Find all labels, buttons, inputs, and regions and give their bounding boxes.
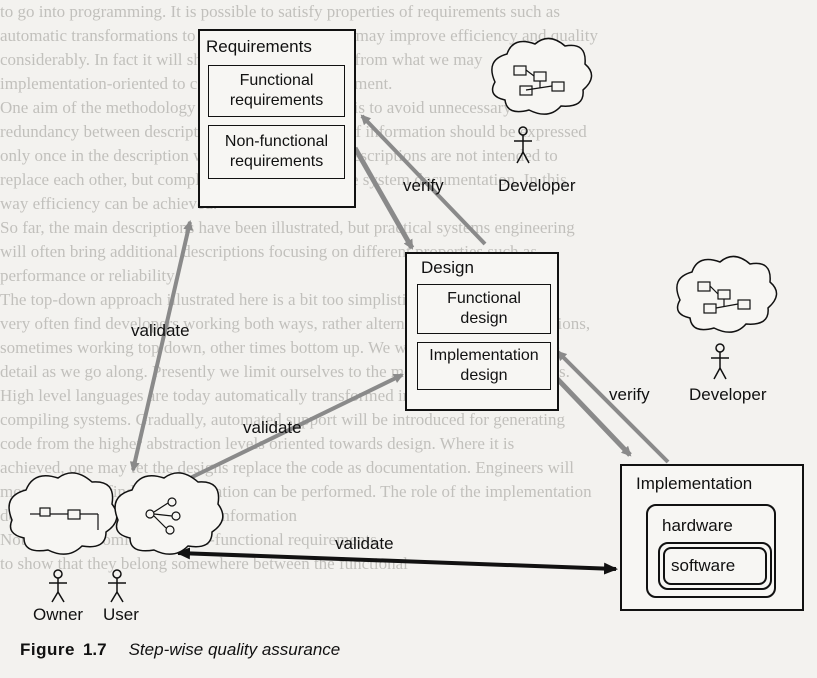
implementation-design-line2: design <box>460 367 508 384</box>
functional-design-line1: Functional <box>447 290 521 307</box>
verify-bottom-label: verify <box>609 385 650 404</box>
requirements-box: Requirements Functional requirements Non… <box>198 29 356 208</box>
software-label: software <box>671 556 736 575</box>
design-box: Design Functional design Implementation … <box>405 252 559 411</box>
figure-caption-text: Step-wise quality assurance <box>128 640 341 659</box>
verify-top-label: verify <box>403 176 444 195</box>
stick-figure-icon-developer-bottom <box>711 343 729 380</box>
implementation-design-line1: Implementation <box>429 347 539 364</box>
implementation-box: Implementation hardware software <box>620 464 804 611</box>
user-label: User <box>103 605 139 624</box>
stick-figure-icon-developer-top <box>514 126 532 164</box>
cloud-icon-developer-bottom <box>676 255 778 333</box>
arrow-verify-top <box>360 114 487 246</box>
functional-requirements-line2: requirements <box>229 92 324 109</box>
developer-top-label: Developer <box>498 176 576 195</box>
hardware-box: hardware software <box>646 504 776 598</box>
nonfunctional-requirements-line2: requirements <box>229 153 324 170</box>
functional-design-line2: design <box>460 310 508 327</box>
validate-middle-label: validate <box>243 418 302 437</box>
validate-left-label: validate <box>131 321 190 340</box>
cloud-icon-developer-top <box>491 37 593 115</box>
nonfunctional-requirements-box: Non-functional requirements <box>208 125 345 179</box>
arrow-validate-bottom <box>176 547 618 575</box>
software-box-outer: software <box>658 542 772 590</box>
functional-design-box: Functional design <box>417 284 551 334</box>
functional-requirements-box: Functional requirements <box>208 65 345 117</box>
developer-bottom-label: Developer <box>689 385 767 404</box>
requirements-title: Requirements <box>206 37 312 56</box>
figure-label: Figure <box>20 640 75 659</box>
implementation-design-box: Implementation design <box>417 342 551 390</box>
design-title: Design <box>421 258 474 277</box>
arrow-req-to-design <box>352 146 415 250</box>
owner-label: Owner <box>33 605 84 624</box>
functional-requirements-line1: Functional <box>239 72 314 89</box>
implementation-title: Implementation <box>636 474 753 493</box>
software-box-inner: software <box>663 547 767 585</box>
hardware-label: hardware <box>662 516 733 535</box>
cloud-icon-owner <box>8 472 118 555</box>
background-text-line: to go into programming. It is possible t… <box>0 2 560 21</box>
figure-caption: Figure 1.7 Step-wise quality assurance <box>20 640 340 660</box>
stick-figure-icon-user <box>108 569 126 603</box>
validate-bottom-label: validate <box>335 534 394 553</box>
cloud-icon-user <box>114 472 224 555</box>
stick-figure-icon-owner <box>49 569 67 603</box>
arrow-validate-middle <box>180 373 404 484</box>
nonfunctional-requirements-line1: Non-functional <box>224 133 329 150</box>
arrow-validate-left <box>129 220 194 472</box>
background-text-line: way efficiency can be achieved. <box>0 194 218 213</box>
arrow-verify-bottom <box>556 350 670 464</box>
figure-number: 1.7 <box>82 640 107 659</box>
